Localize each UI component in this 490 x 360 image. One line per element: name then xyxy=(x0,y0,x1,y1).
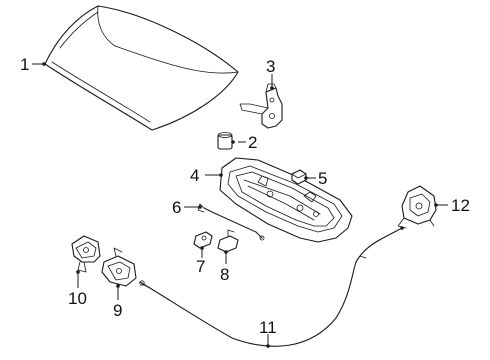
callout-labels: 1 3 2 4 5 6 7 8 10 9 11 12 xyxy=(20,55,470,337)
callout-8: 8 xyxy=(220,265,229,284)
callout-4: 4 xyxy=(190,166,199,185)
rod-holder xyxy=(193,231,213,249)
leader-lines xyxy=(32,62,448,348)
clip-part xyxy=(291,169,307,185)
rod-clip xyxy=(217,229,239,253)
callout-6: 6 xyxy=(172,198,181,217)
callout-10: 10 xyxy=(68,289,87,308)
callout-2: 2 xyxy=(248,133,257,152)
hood-bumper xyxy=(217,132,233,150)
callout-5: 5 xyxy=(318,169,327,188)
hood-latch xyxy=(397,185,437,229)
callout-12: 12 xyxy=(451,196,470,215)
callout-1: 1 xyxy=(20,55,29,74)
release-lever xyxy=(101,247,137,287)
release-handle xyxy=(71,235,101,273)
callout-3: 3 xyxy=(266,57,275,76)
callout-11: 11 xyxy=(259,318,277,337)
callout-7: 7 xyxy=(196,257,205,276)
hood-hinge xyxy=(239,83,283,129)
callout-9: 9 xyxy=(113,301,122,320)
hood-panel xyxy=(44,5,239,131)
release-cable xyxy=(139,226,404,347)
hood-inner-panel xyxy=(219,157,353,243)
